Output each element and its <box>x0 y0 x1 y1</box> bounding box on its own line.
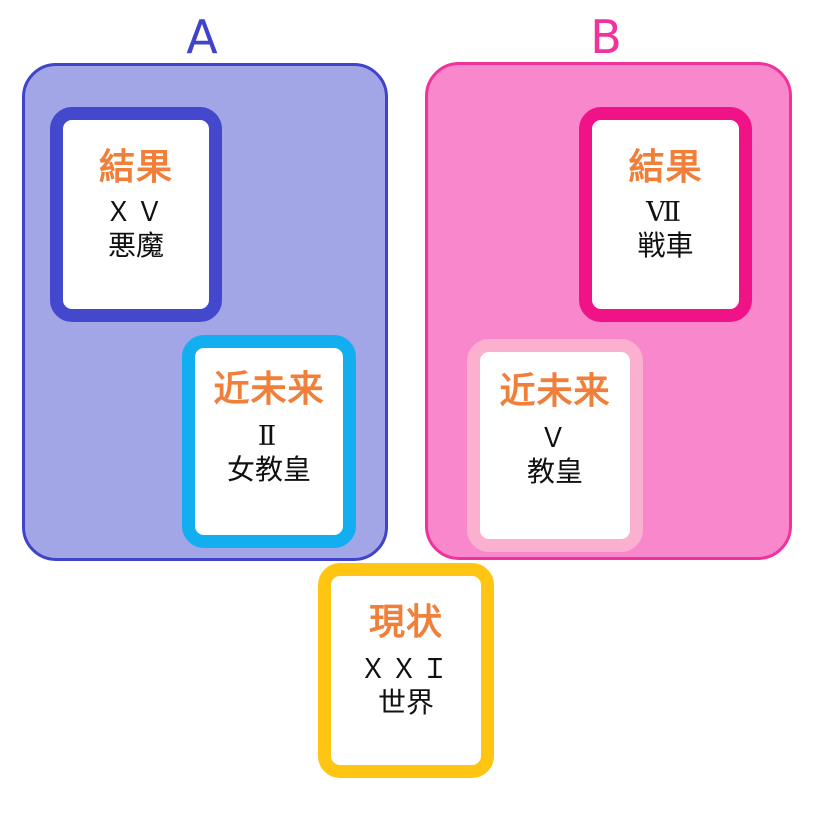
group-b-label: B <box>590 10 622 64</box>
card-b-result: 結果 Ⅶ 戦車 <box>579 107 752 322</box>
card-numeral: Ｖ <box>539 423 571 454</box>
card-title: 現状 <box>368 602 443 643</box>
card-present: 現状 ＸＸＩ 世界 <box>318 563 494 778</box>
card-title: 近未来 <box>499 371 611 412</box>
card-numeral: ＸＶ <box>105 197 167 228</box>
card-b-near-future: 近未来 Ｖ 教皇 <box>467 339 643 552</box>
card-title: 結果 <box>98 147 173 188</box>
card-name: 女教皇 <box>226 453 311 486</box>
card-name: 世界 <box>377 686 434 719</box>
group-a-label: A <box>186 10 218 64</box>
card-numeral: ＸＸＩ <box>359 654 453 685</box>
card-a-result: 結果 ＸＶ 悪魔 <box>50 107 222 322</box>
card-name: 悪魔 <box>107 229 164 262</box>
card-title: 近未来 <box>213 369 325 410</box>
card-a-near-future: 近未来 Ⅱ 女教皇 <box>182 335 356 548</box>
card-numeral: Ⅱ <box>257 421 281 452</box>
card-name: 教皇 <box>526 455 583 488</box>
card-numeral: Ⅶ <box>646 197 685 228</box>
card-title: 結果 <box>628 147 703 188</box>
card-name: 戦車 <box>637 229 694 262</box>
